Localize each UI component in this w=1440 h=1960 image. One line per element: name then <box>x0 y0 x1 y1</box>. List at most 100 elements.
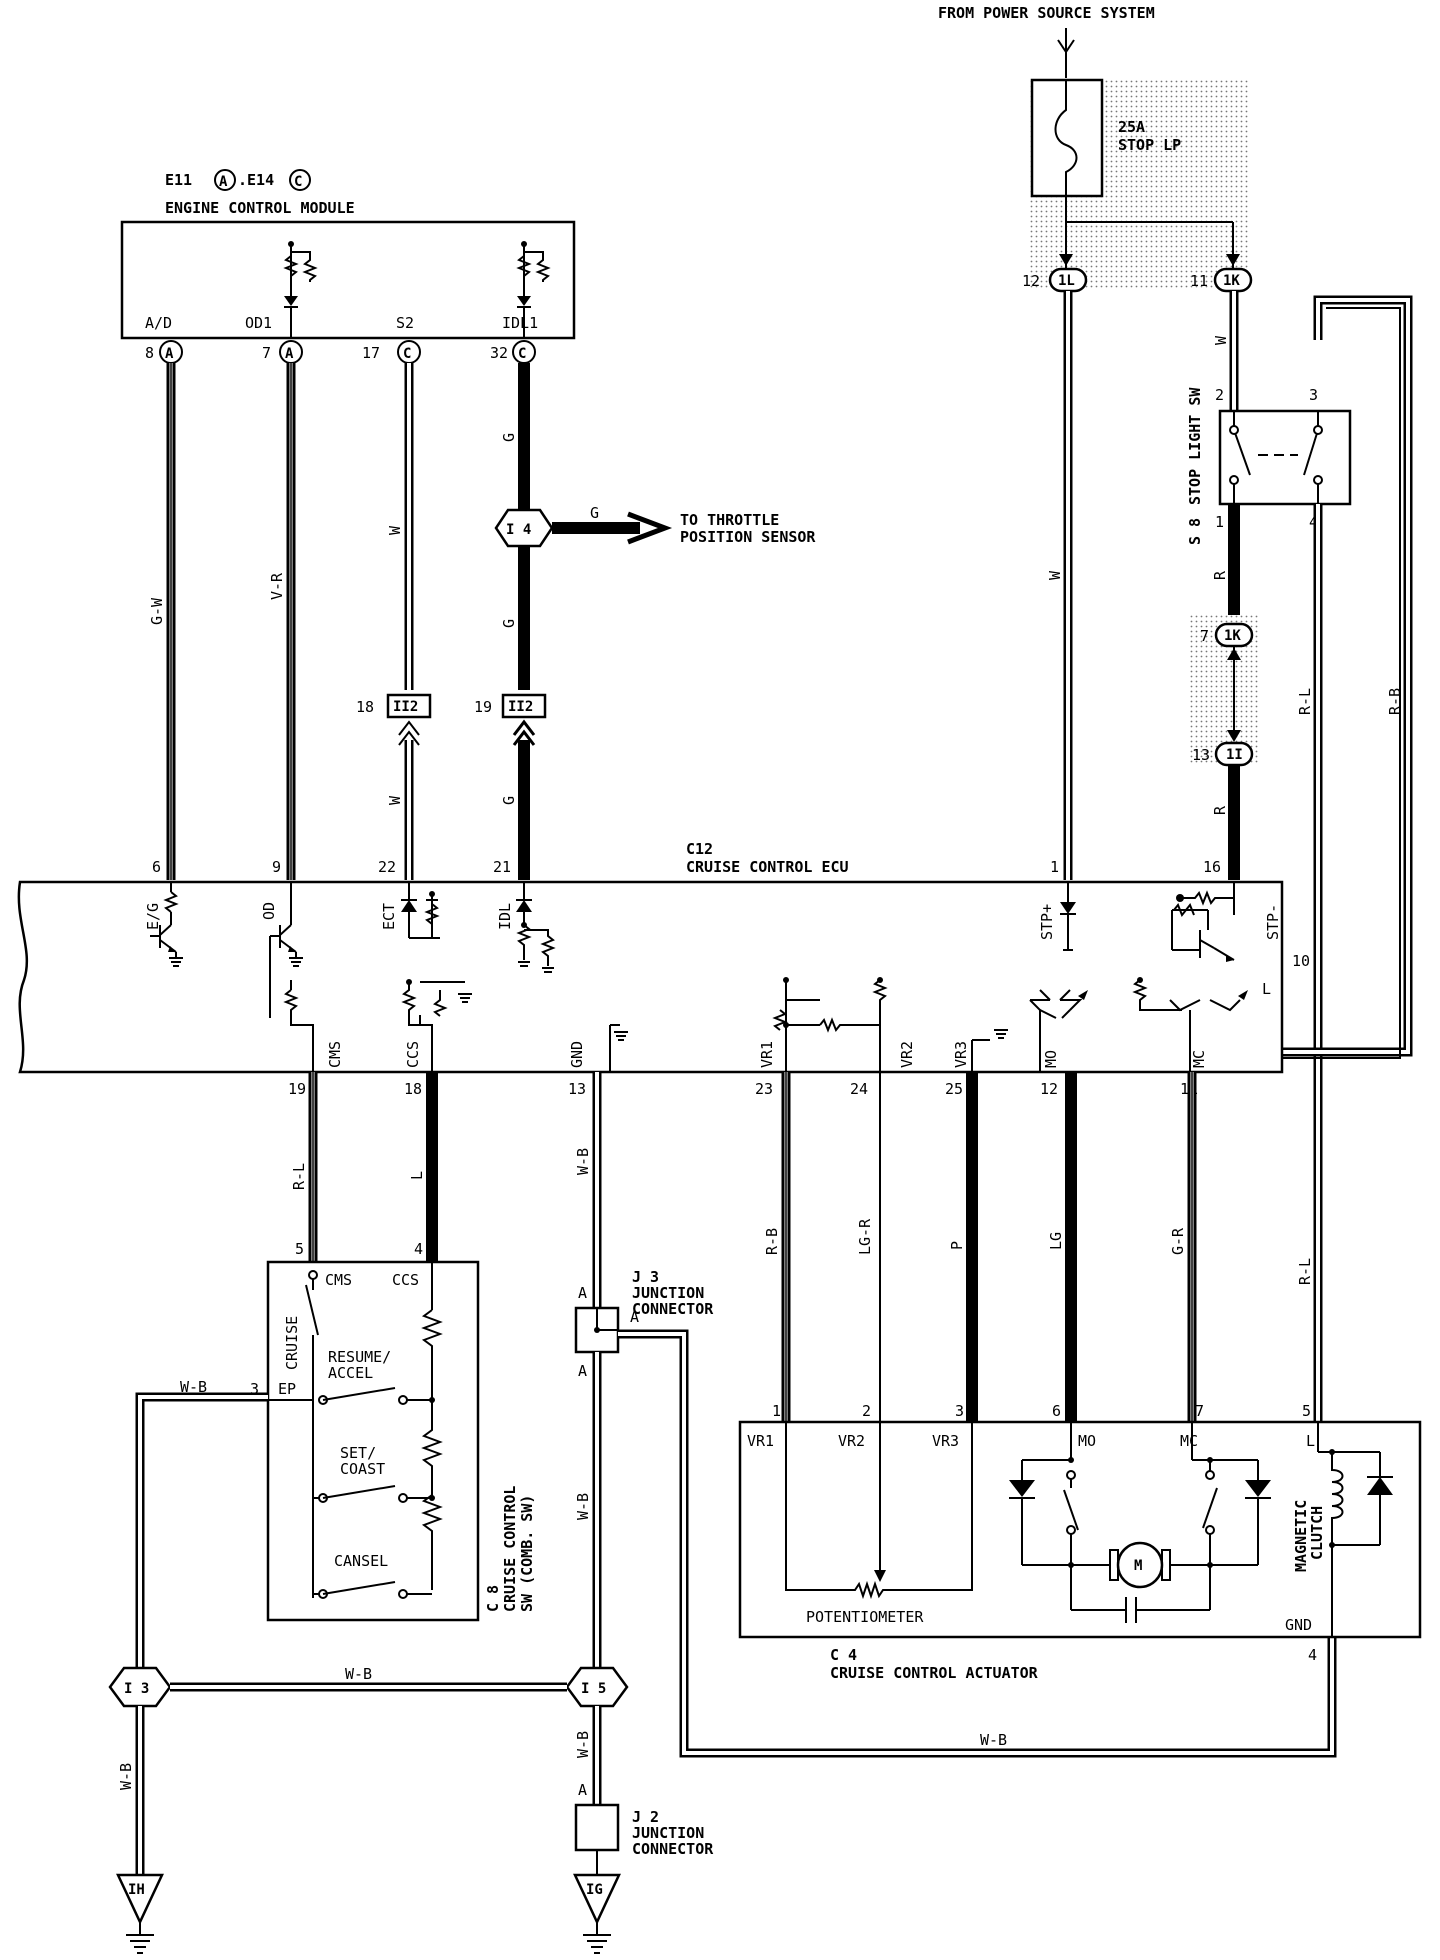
ecm-code-b: .E14 <box>238 171 274 189</box>
ground-ih-label: IH <box>128 1882 145 1898</box>
connector-ii2 <box>386 693 432 719</box>
act-pin-name: VR1 <box>747 1432 774 1450</box>
cs-code: C 8 <box>484 1585 502 1612</box>
ecu-bottom-pin: 23 <box>755 1080 773 1098</box>
ccs-pullup <box>401 979 472 1072</box>
ecu-top-pin: 1 <box>1050 858 1059 876</box>
cs-pin: 3 <box>250 1380 259 1398</box>
ecm-pin-name: S2 <box>396 314 414 332</box>
gnd-internal <box>609 1024 628 1072</box>
transistor-od <box>269 882 303 1018</box>
act-pin: 3 <box>955 1402 964 1420</box>
wire-color-r-l: R-L <box>290 1163 308 1190</box>
j2-pin: A <box>578 1781 587 1799</box>
junction-connector-j2 <box>574 1803 620 1852</box>
chevron-up-icon <box>398 720 420 746</box>
ecu-bottom-pin-name: VR3 <box>952 1041 970 1068</box>
ecu-title: CRUISE CONTROL ECU <box>686 858 849 876</box>
wire-color-w-b: W-B <box>180 1378 207 1396</box>
ground-icon <box>126 1934 154 1954</box>
wire-color-w-sw: W <box>1212 335 1230 345</box>
motor-icon <box>1116 1541 1164 1589</box>
connector-1l-label: 1L <box>1058 273 1075 289</box>
ecu-bottom-pin: 25 <box>945 1080 963 1098</box>
stop-sw-pin: 1 <box>1215 513 1224 531</box>
wire-color-g-r: G-R <box>1169 1227 1187 1255</box>
diode-stp-plus <box>1060 882 1076 951</box>
ground-ig <box>573 1873 621 1925</box>
connector-1k-lower-label: 1K <box>1224 628 1241 644</box>
wire-color-r: R <box>1211 570 1229 580</box>
act-pin: 7 <box>1195 1402 1204 1420</box>
j3-pin: A <box>578 1284 587 1302</box>
cms-pullup <box>283 980 314 1072</box>
engine-control-module <box>120 220 576 340</box>
ecu-bottom-pin: 12 <box>1040 1080 1058 1098</box>
act-pin-name: VR2 <box>838 1432 865 1450</box>
ecu-top-pin-name: STP+ <box>1038 904 1056 940</box>
junction-i5-label: I 5 <box>581 1681 606 1697</box>
connector-ii2-pin: 18 <box>356 698 374 716</box>
ecu-top-pin-name: OD <box>260 902 278 920</box>
wire-color-w-b: W-B <box>574 1493 592 1520</box>
ecu-bottom-pin-name: MO <box>1042 1050 1060 1068</box>
throttle-label: POSITION SENSOR <box>680 528 816 546</box>
connector-1k-lower-pin: 7 <box>1200 627 1209 645</box>
wire-color-w-ect: W <box>386 795 404 805</box>
arrow-right-icon <box>627 511 673 545</box>
ecm-pin-conn: A <box>285 346 294 362</box>
ecu-top-pin: 6 <box>152 858 161 876</box>
arrow-down-icon <box>1226 254 1240 266</box>
j2-label: JUNCTION <box>632 1824 704 1842</box>
act-pin-name: VR3 <box>932 1432 959 1450</box>
connector-ii2-b <box>501 693 547 719</box>
wire-color-w-b: W-B <box>980 1731 1007 1749</box>
chevron-up-icon <box>512 719 536 746</box>
ecm-code: E11 <box>165 171 192 189</box>
wire-color-g: G <box>500 433 518 442</box>
ecm-pullup-idl1 <box>516 241 551 338</box>
ecm-pin-num: 8 <box>145 344 154 362</box>
j3-pin: A <box>630 1308 639 1326</box>
act-pin: 5 <box>1302 1402 1311 1420</box>
wire-color-lg-r: LG-R <box>856 1218 874 1255</box>
ecu-top-pin: 9 <box>272 858 281 876</box>
potentiometer-reference <box>772 977 1008 1072</box>
ecu-top-pin: 22 <box>378 858 396 876</box>
act-gnd: GND <box>1285 1616 1312 1634</box>
cs-cansel: CANSEL <box>334 1552 388 1570</box>
ecm-pin-num: 32 <box>490 344 508 362</box>
stop-light-switch <box>1218 409 1352 506</box>
magnetic-clutch <box>1317 1422 1393 1637</box>
ecm-pin-name: IDL1 <box>502 314 538 332</box>
throttle-wire-color: G <box>590 504 599 522</box>
connector-ii2-b-pin: 19 <box>474 698 492 716</box>
stop-sw-pin: 2 <box>1215 386 1224 404</box>
act-motor: M <box>1134 1558 1142 1574</box>
mc-driver <box>1132 977 1248 1072</box>
wire-color-w-stp: W <box>1046 570 1064 580</box>
mo-driver <box>1029 989 1088 1072</box>
act-pin-name: MC <box>1180 1432 1198 1450</box>
stop-sw-pin: 3 <box>1309 386 1318 404</box>
fuse-rating: 25A <box>1118 118 1145 136</box>
wire-color-r-b: R-B <box>763 1228 781 1255</box>
ground-icon <box>583 1934 611 1954</box>
ecu-bottom-pin: 19 <box>288 1080 306 1098</box>
ecu-top-pin-name: STP- <box>1264 904 1282 940</box>
wire-color-r-l: R-L <box>1296 688 1314 715</box>
act-title: CRUISE CONTROL ACTUATOR <box>830 1664 1039 1682</box>
cs-cms: CMS <box>325 1271 352 1289</box>
cruise-control-switch <box>266 1260 480 1622</box>
ground-ig-label: IG <box>586 1882 603 1898</box>
wire-color-r-b: R-B <box>1386 688 1404 715</box>
transistor-eg <box>150 882 183 967</box>
act-code: C 4 <box>830 1646 857 1664</box>
cs-pin: 4 <box>414 1240 423 1258</box>
junction-i4-label: I 4 <box>506 522 531 538</box>
diode-ect <box>401 882 440 939</box>
ecu-bottom-pin-name: VR1 <box>758 1041 776 1068</box>
stp-minus-circuit <box>1171 882 1235 962</box>
wire-color-g: G <box>500 796 518 805</box>
